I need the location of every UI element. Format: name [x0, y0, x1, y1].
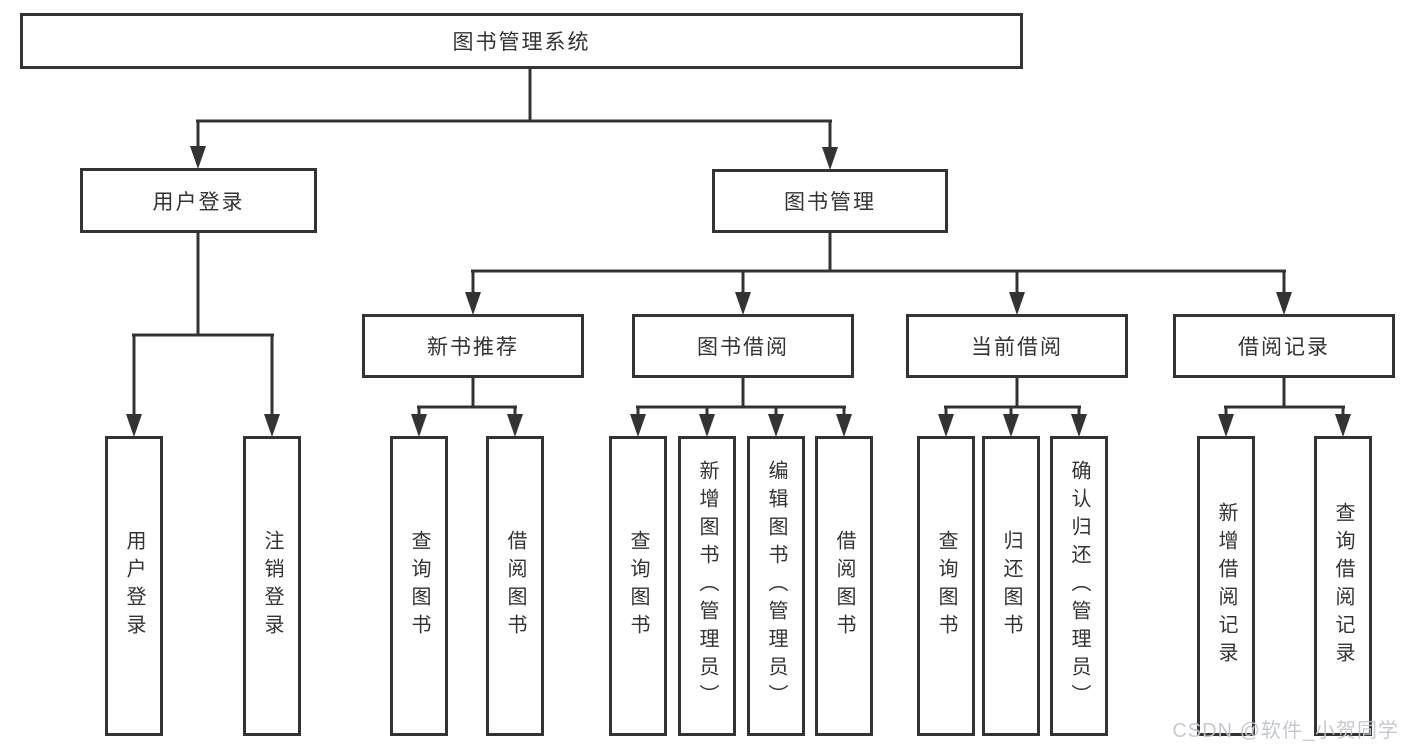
leaf-query-borrow-record: 查询借阅记录 [1314, 436, 1372, 736]
leaf-add-book-admin: 新增图书（管理员） [678, 436, 736, 736]
leaf-borrow-books-label: 借阅图书 [833, 530, 855, 642]
leaf-logout: 注销登录 [243, 436, 301, 736]
leaf-borrow-books-recommend-label: 借阅图书 [504, 530, 526, 642]
node-book-management: 图书管理 [712, 169, 948, 233]
watermark: CSDN @软件_小贺同学 [1172, 720, 1399, 742]
node-user-login: 用户登录 [80, 168, 317, 233]
leaf-query-books-recommend: 查询图书 [390, 436, 448, 736]
node-borrow-records-label: 借阅记录 [1238, 336, 1330, 359]
node-root-label: 图书管理系统 [452, 31, 591, 54]
leaf-query-books-current-label: 查询图书 [935, 530, 957, 642]
leaf-logout-label: 注销登录 [261, 530, 283, 642]
node-book-management-label: 图书管理 [784, 191, 876, 214]
leaf-add-borrow-record: 新增借阅记录 [1197, 436, 1255, 736]
leaf-query-books-borrow: 查询图书 [609, 436, 667, 736]
node-new-book-recommend-label: 新书推荐 [427, 336, 519, 359]
node-borrow-records: 借阅记录 [1173, 314, 1395, 378]
leaf-add-borrow-record-label: 新增借阅记录 [1215, 502, 1237, 670]
leaf-edit-book-admin: 编辑图书（管理员） [747, 436, 805, 736]
node-root: 图书管理系统 [20, 13, 1023, 69]
leaf-query-books-current: 查询图书 [917, 436, 975, 736]
node-book-borrow-label: 图书借阅 [697, 336, 789, 359]
leaf-add-book-admin-label: 新增图书（管理员） [696, 460, 718, 712]
leaf-query-books-recommend-label: 查询图书 [408, 530, 430, 642]
leaf-query-borrow-record-label: 查询借阅记录 [1332, 502, 1354, 670]
leaf-query-books-borrow-label: 查询图书 [627, 530, 649, 642]
leaf-return-book-label: 归还图书 [1000, 530, 1022, 642]
node-new-book-recommend: 新书推荐 [362, 314, 584, 378]
leaf-borrow-books: 借阅图书 [815, 436, 873, 736]
node-current-borrow-label: 当前借阅 [971, 336, 1063, 359]
leaf-edit-book-admin-label: 编辑图书（管理员） [765, 460, 787, 712]
leaf-user-login: 用户登录 [105, 436, 163, 736]
leaf-confirm-return-admin-label: 确认归还（管理员） [1068, 460, 1090, 712]
leaf-borrow-books-recommend: 借阅图书 [486, 436, 544, 736]
node-current-borrow: 当前借阅 [906, 314, 1128, 378]
node-book-borrow: 图书借阅 [632, 314, 854, 378]
leaf-confirm-return-admin: 确认归还（管理员） [1050, 436, 1108, 736]
leaf-return-book: 归还图书 [982, 436, 1040, 736]
leaf-user-login-label: 用户登录 [123, 530, 145, 642]
node-user-login-label: 用户登录 [152, 190, 245, 214]
